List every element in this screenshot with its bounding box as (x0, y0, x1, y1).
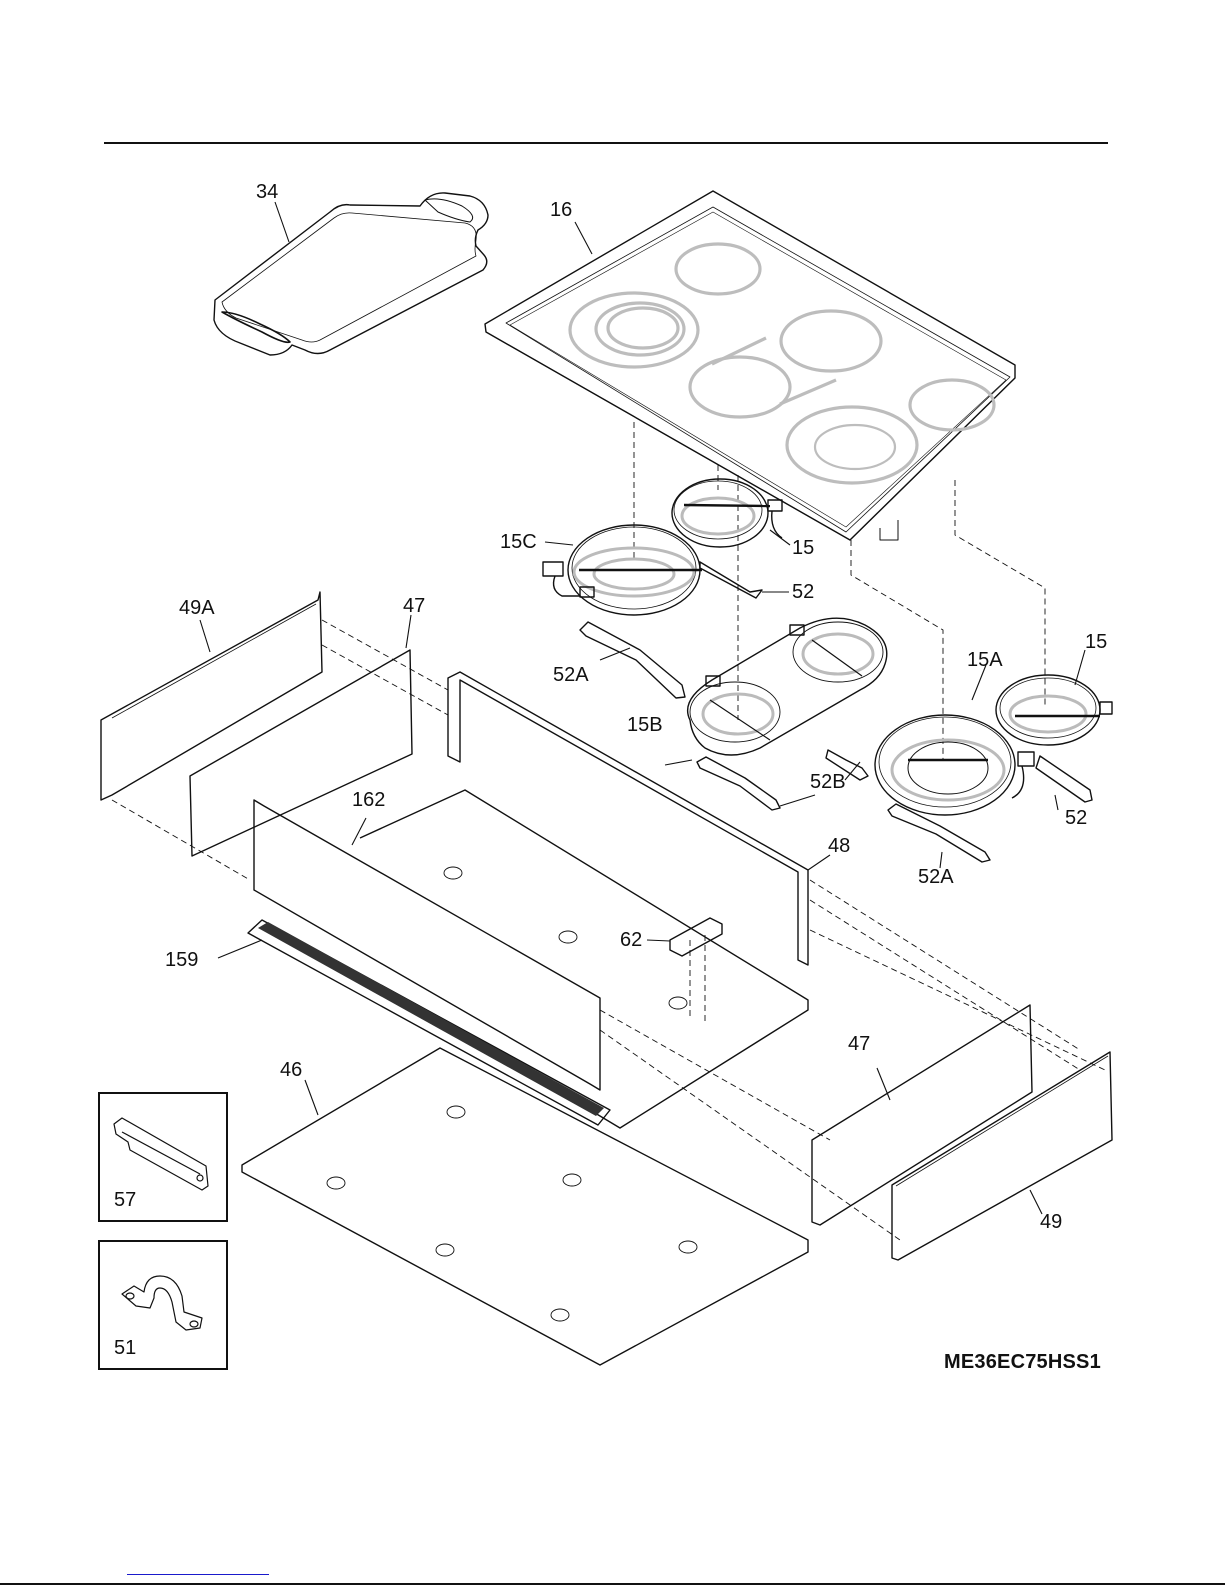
element-bracket-right-part (1036, 756, 1092, 802)
callout-159: 159 (165, 950, 198, 970)
callout-15b: 15B (627, 715, 663, 735)
callout-52b: 52B (810, 772, 846, 792)
callout-52-rear: 52 (792, 582, 814, 602)
model-number: ME36EC75HSS1 (944, 1351, 1101, 1374)
callout-15-rear: 15 (792, 538, 814, 558)
callout-52a-right: 52A (918, 867, 954, 887)
terminal-block-part (670, 918, 722, 956)
glass-cooktop-part (485, 191, 1015, 540)
element-bracket-left-part (580, 622, 685, 698)
inset-channel-57: 57 (98, 1092, 228, 1222)
callout-52a-left: 52A (553, 665, 589, 685)
callout-52-right: 52 (1065, 808, 1087, 828)
assembly-guide-lines (112, 422, 1105, 1240)
callout-49: 49 (1040, 1212, 1062, 1232)
callout-57: 57 (114, 1190, 136, 1210)
callout-47-left: 47 (403, 596, 425, 616)
callout-47-right: 47 (848, 1034, 870, 1054)
footer-link-underline[interactable] (127, 1574, 269, 1575)
callout-16: 16 (550, 200, 572, 220)
element-bridge-part (688, 618, 887, 755)
side-panel-left-part (190, 650, 412, 856)
callout-49a: 49A (179, 598, 215, 618)
side-trim-left-part (101, 592, 322, 800)
callout-15a: 15A (967, 650, 1003, 670)
callout-48: 48 (828, 836, 850, 856)
base-pan-part (242, 1048, 808, 1365)
callout-62: 62 (620, 930, 642, 950)
element-bracket-bridge-part-2 (697, 757, 780, 810)
callout-15c: 15C (500, 532, 537, 552)
element-dual-right-part (875, 715, 1034, 815)
inset-clamp-51: 51 (98, 1240, 228, 1370)
callout-162: 162 (352, 790, 385, 810)
chassis-tray-part (360, 790, 808, 1128)
element-small-rear-part (672, 479, 782, 547)
element-small-right-part (996, 675, 1112, 745)
callout-51: 51 (114, 1338, 136, 1358)
element-bracket-right-front-part (888, 804, 990, 862)
element-large-triple-part (543, 525, 702, 615)
callout-34: 34 (256, 182, 278, 202)
callout-15-right: 15 (1085, 632, 1107, 652)
side-trim-right-part (892, 1052, 1112, 1260)
callout-46: 46 (280, 1060, 302, 1080)
griddle-part (214, 193, 488, 355)
side-panel-right-part (812, 1005, 1032, 1225)
element-bracket-rear-part (700, 562, 762, 598)
vent-grille-part (248, 920, 610, 1125)
